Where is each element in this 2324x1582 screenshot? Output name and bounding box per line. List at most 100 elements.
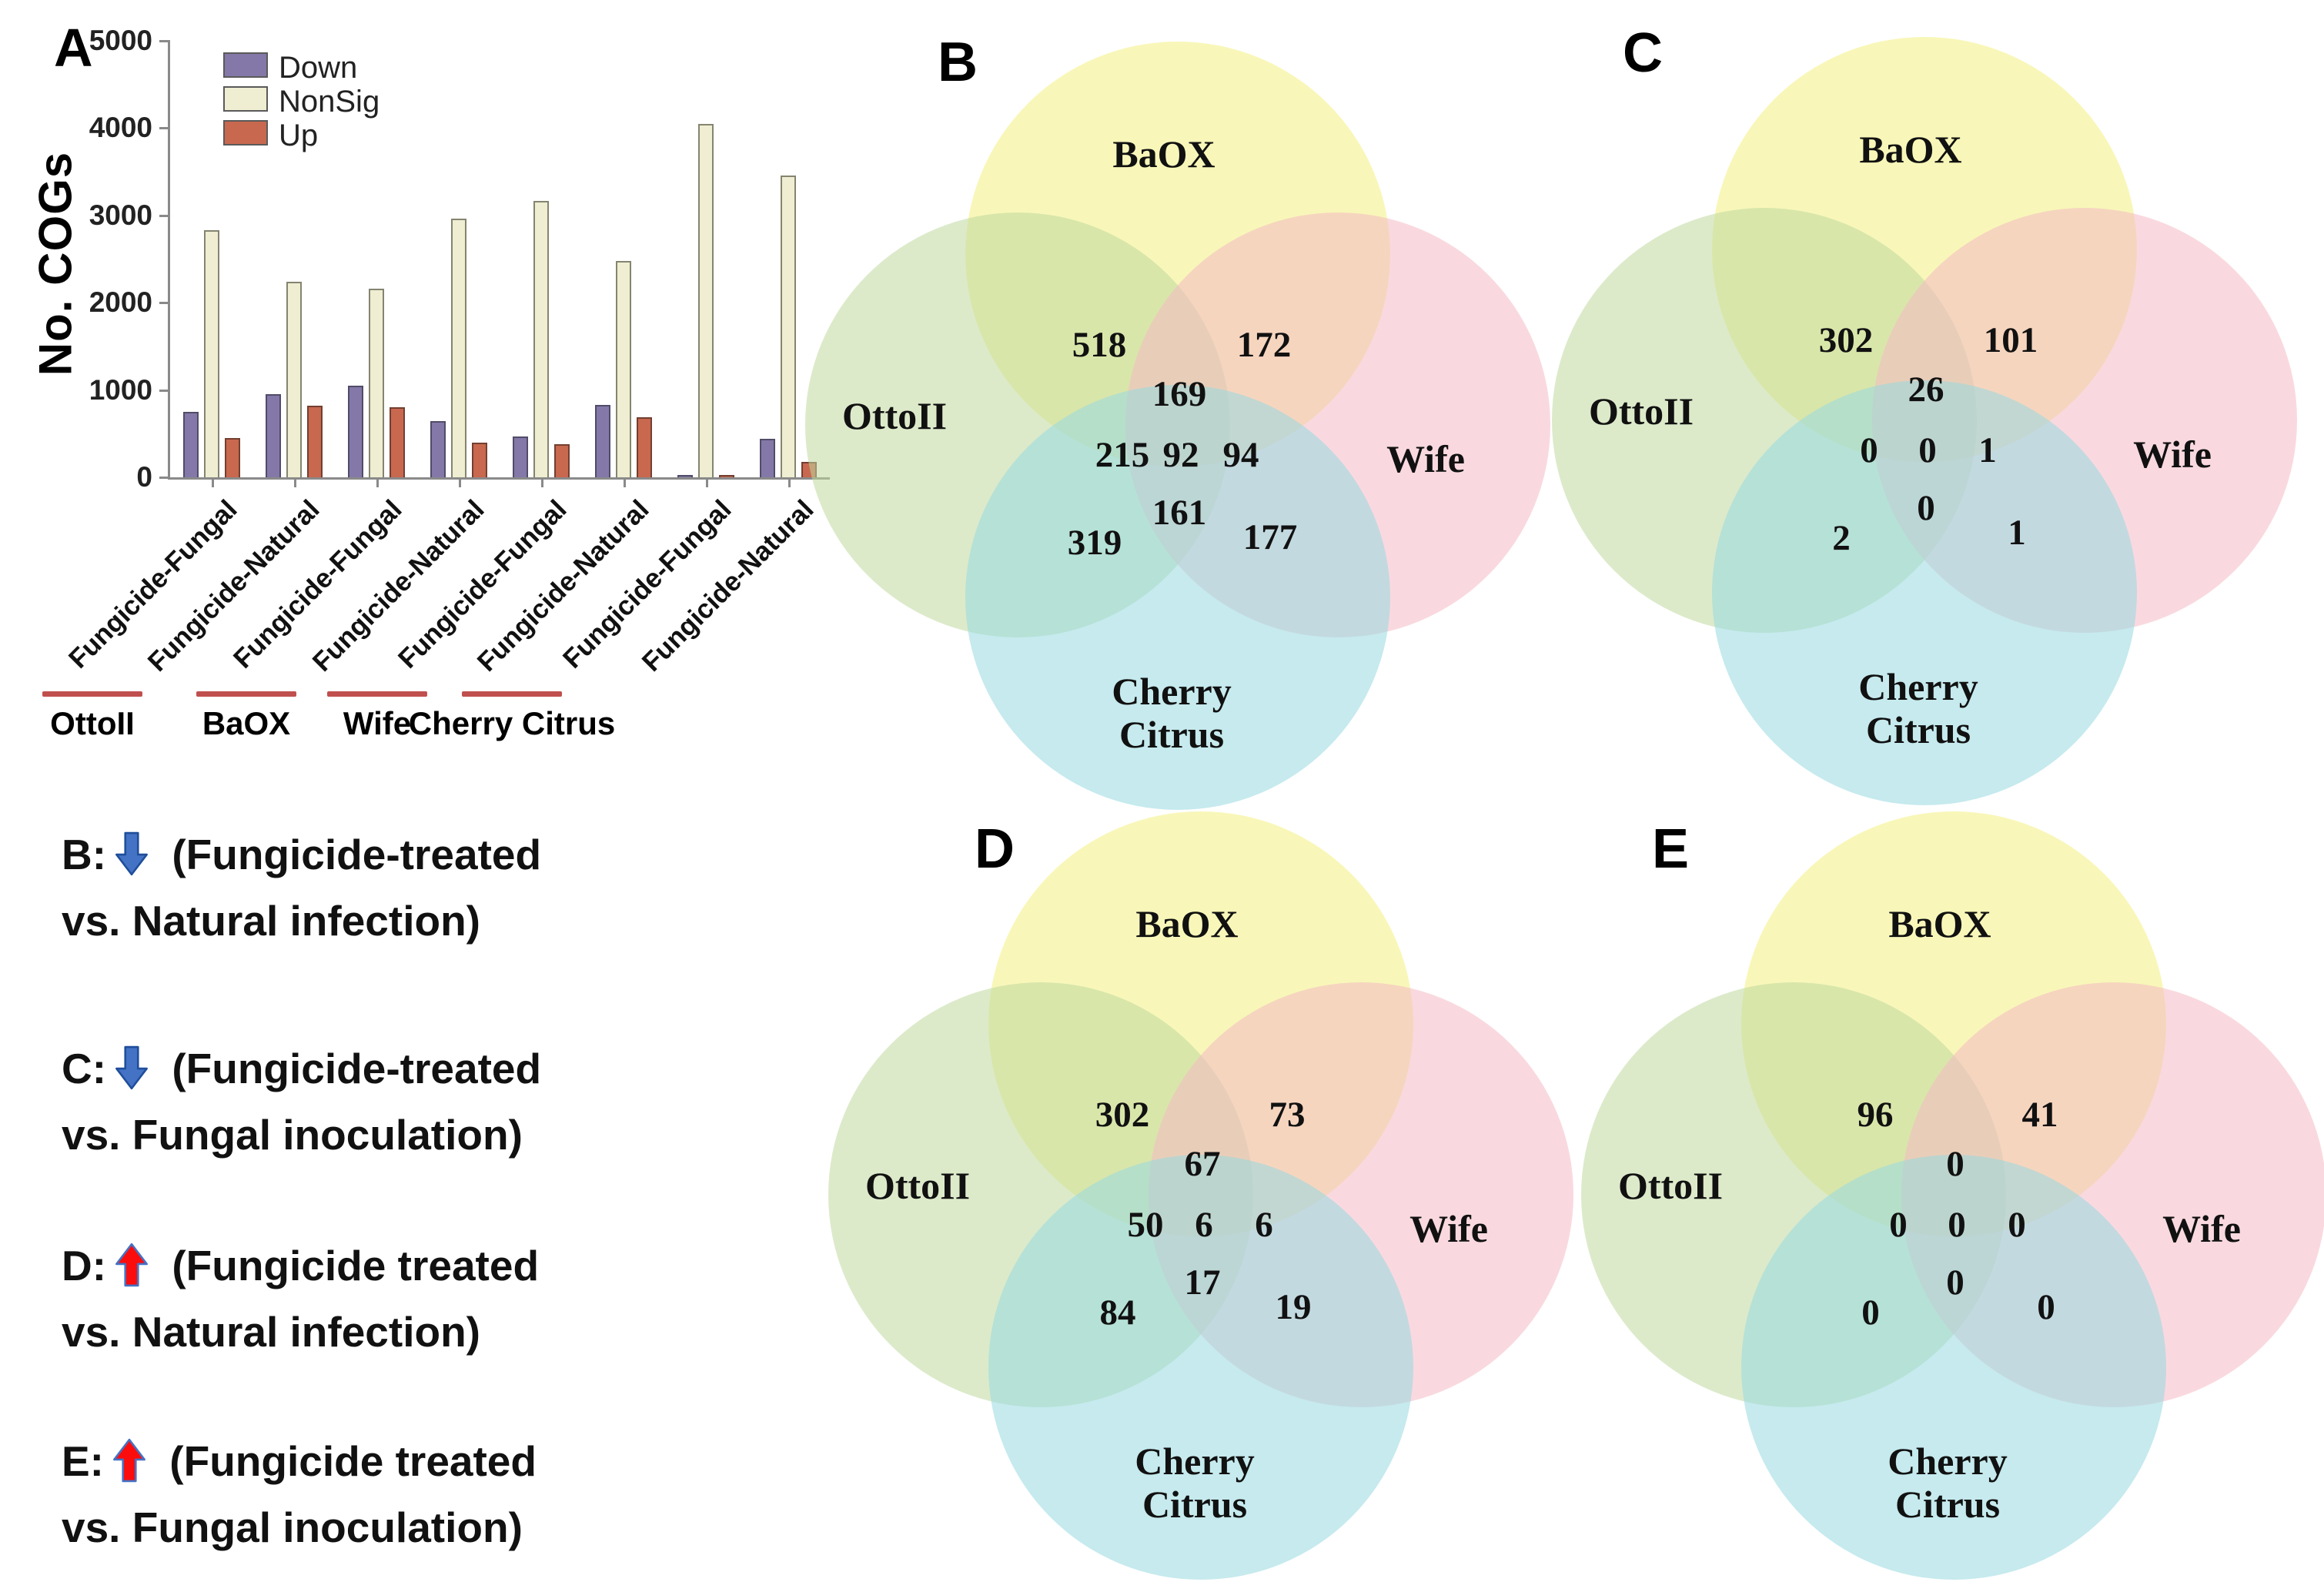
bar-nonsig	[368, 289, 384, 477]
legend-label: NonSig	[279, 85, 380, 119]
note-line2: vs. Natural infection)	[62, 897, 480, 945]
up-arrow-icon	[113, 1438, 145, 1483]
venn-set-label-wife: Wife	[2162, 1207, 2241, 1250]
venn-count-b: 177	[1242, 517, 1298, 557]
venn-count-b: 319	[1067, 523, 1122, 563]
legend-swatch-down	[223, 52, 268, 78]
note-text: (Fungicide-treated	[160, 1045, 542, 1092]
y-axis-title: No. COGs	[29, 151, 82, 376]
note-line1: B: (Fungicide-treated	[62, 825, 816, 891]
venn-count-e: 0	[1861, 1293, 1880, 1333]
y-tick-mark	[159, 40, 170, 42]
note-b: B: (Fungicide-treated vs. Natural infecti…	[62, 825, 816, 950]
cultivar-name-baox: BaOX	[202, 705, 291, 741]
note-line2: vs. Fungal inoculation)	[62, 1503, 523, 1551]
bar-nonsig	[781, 175, 797, 477]
venn-count-c: 26	[1908, 370, 1944, 410]
venn-count-b: 215	[1095, 435, 1150, 475]
y-tick-label: 5000	[89, 25, 152, 56]
note-panel-id: B:	[62, 831, 107, 878]
venn-set-label-wife: Wife	[2133, 433, 2212, 476]
venn-count-c: 302	[1818, 320, 1874, 360]
cultivar-name-wife: Wife	[343, 705, 412, 741]
cultivar-underline	[327, 691, 427, 697]
cultivar-underline	[196, 691, 296, 697]
bar-up	[224, 437, 240, 477]
venn-count-d: 73	[1269, 1095, 1306, 1135]
note-line2: vs. Natural infection)	[62, 1308, 480, 1356]
venn-count-e: 0	[1946, 1144, 1965, 1184]
x-tick-mark	[376, 480, 379, 487]
note-line1: C: (Fungicide-treated	[62, 1039, 816, 1105]
note-text: (Fungicide-treated	[160, 831, 542, 878]
cultivar-name-cherry-citrus: Cherry Citrus	[408, 705, 616, 741]
legend-swatch-up	[223, 120, 268, 145]
note-c: C: (Fungicide-treated vs. Fungal inoculat…	[62, 1039, 816, 1164]
x-tick-mark	[211, 480, 214, 487]
note-line1: D: (Fungicide treated	[62, 1236, 816, 1303]
y-tick-label: 2000	[89, 286, 152, 319]
venn-count-c: 0	[1918, 430, 1937, 470]
bar-down	[513, 436, 529, 477]
y-tick-mark	[159, 302, 170, 305]
venn-set-label-ottoii: OttoII	[1588, 390, 1694, 433]
legend-row: NonSig	[223, 85, 470, 119]
legend-row: Down	[223, 51, 470, 85]
bar-nonsig	[616, 260, 632, 477]
venn-count-d: 302	[1095, 1095, 1150, 1135]
x-tick-label: Fungicide-Natural	[637, 494, 821, 677]
panel-b-letter: B	[938, 32, 978, 93]
note-line2: vs. Fungal inoculation)	[62, 1111, 523, 1159]
venn-count-c: 0	[1860, 430, 1878, 470]
panel-d-letter: D	[975, 818, 1015, 880]
legend-swatch-nonsig	[223, 86, 268, 112]
venn-set-label-baox: BaOX	[1859, 128, 1962, 171]
cultivar-underline	[462, 691, 562, 697]
x-tick-mark	[624, 480, 627, 487]
venn-set-label-wife: Wife	[1386, 437, 1465, 480]
venn-count-c: 1	[2008, 513, 2026, 553]
venn-count-e: 96	[1857, 1095, 1894, 1135]
y-tick-mark	[159, 214, 170, 217]
x-tick-mark	[541, 480, 544, 487]
venn-set-label-ottoii: OttoII	[1617, 1164, 1724, 1207]
venn-count-c: 0	[1917, 488, 1935, 528]
venn-count-b: 172	[1236, 325, 1292, 365]
bar-down	[760, 439, 776, 477]
note-text: (Fungicide treated	[158, 1437, 537, 1485]
bar-nonsig	[203, 230, 219, 477]
venn-count-c: 1	[1978, 430, 1997, 470]
venn-count-c: 2	[1832, 518, 1851, 558]
venn-count-b: 161	[1152, 493, 1207, 533]
cultivar-name-ottoii: OttoII	[50, 705, 135, 741]
venn-set-label-baox: BaOX	[1112, 132, 1216, 176]
panel-e-letter: E	[1652, 818, 1690, 880]
x-tick-mark	[458, 480, 461, 487]
note-line1: E: (Fungicide treated	[62, 1432, 816, 1498]
x-tick-label: Fungicide-Natural	[306, 494, 490, 677]
bar-up	[471, 442, 487, 477]
venn-count-d: 6	[1255, 1205, 1273, 1245]
y-tick-mark	[159, 389, 170, 392]
bar-up	[306, 406, 323, 477]
note-e: E: (Fungicide treated vs. Fungal inoculat…	[62, 1432, 816, 1557]
venn-count-d: 67	[1184, 1144, 1221, 1184]
y-tick-label: 0	[136, 461, 152, 493]
up-arrow-icon	[115, 1243, 148, 1287]
venn-set-label-baox: BaOX	[1888, 902, 1991, 945]
venn-set-label-baox: BaOX	[1135, 902, 1239, 945]
x-tick-label: Fungicide-Fungal	[227, 494, 408, 674]
bar-up	[554, 443, 570, 477]
legend-row: Up	[223, 119, 470, 152]
venn-count-b: 92	[1162, 435, 1199, 475]
venn-count-e: 0	[1948, 1205, 1966, 1245]
down-arrow-icon	[115, 831, 148, 876]
bar-up	[637, 416, 653, 477]
y-tick-mark	[159, 477, 170, 479]
